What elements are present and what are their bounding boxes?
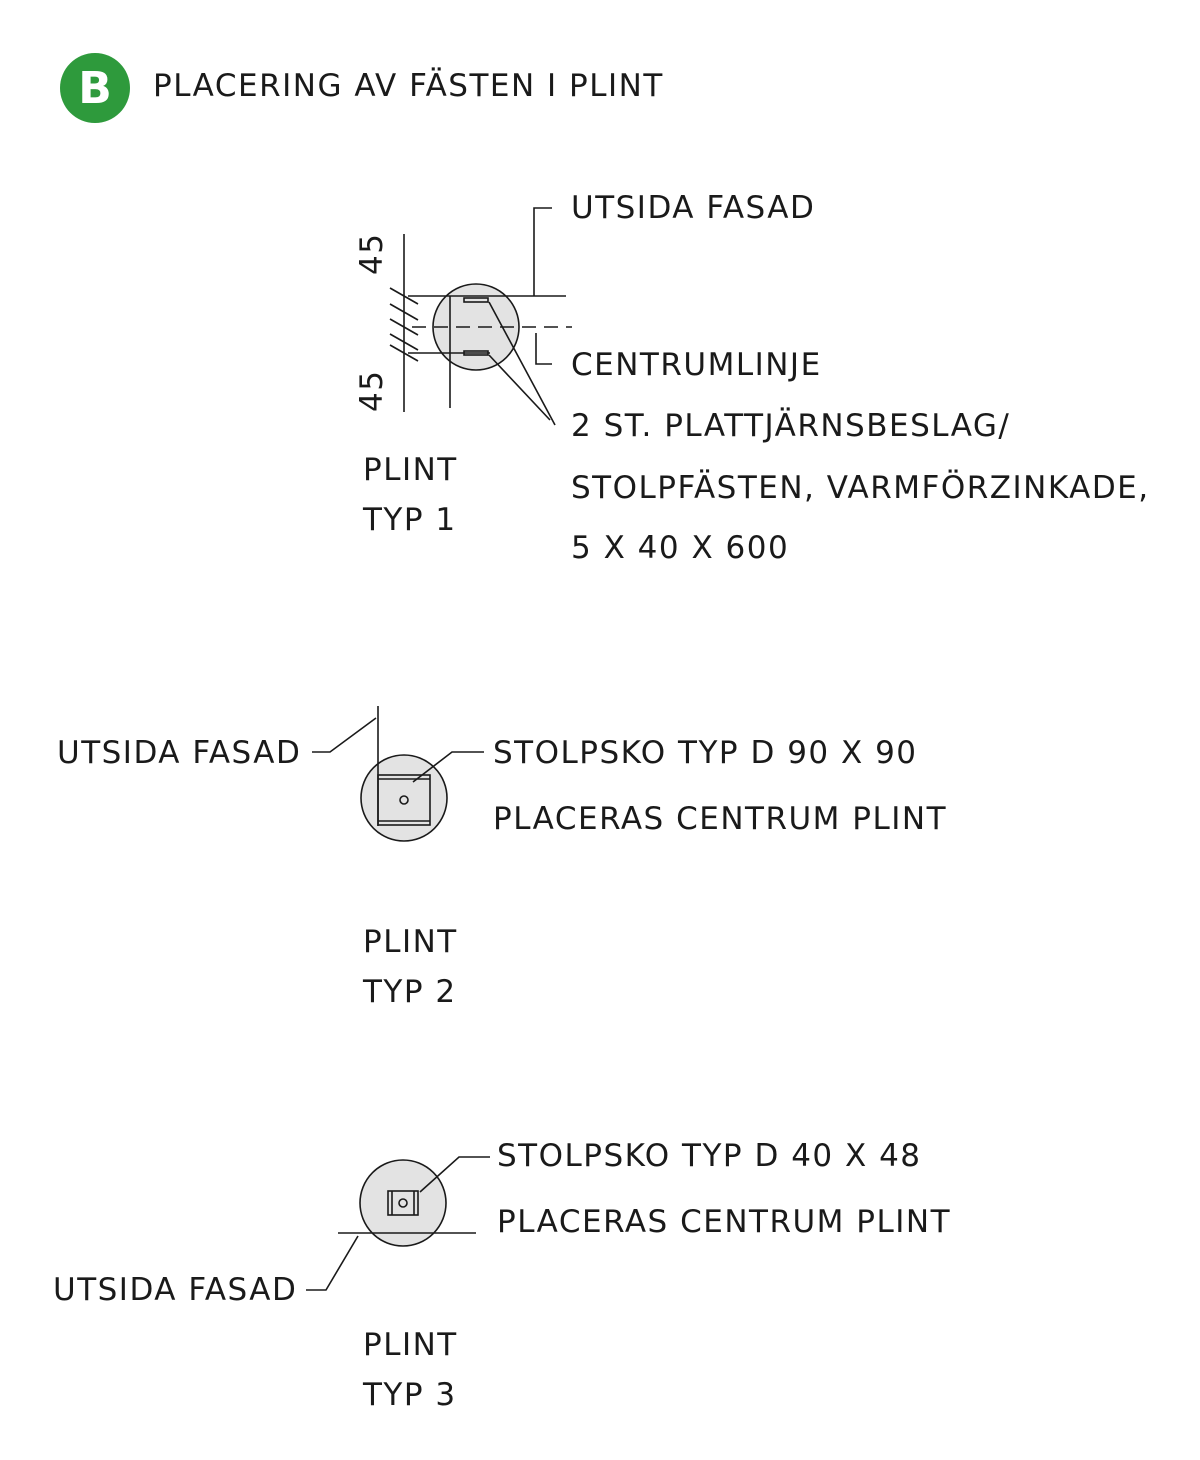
leader-fitting-bottom bbox=[488, 354, 551, 421]
flat-iron-fitting-top bbox=[463, 297, 489, 303]
section-title: PLACERING AV FÄSTEN I PLINT bbox=[153, 68, 664, 104]
plint-typ-2-label-line1: PLINT bbox=[363, 924, 458, 960]
plint-typ-2-drawing bbox=[312, 706, 484, 842]
post-shoe-40x48 bbox=[387, 1190, 419, 1216]
plint-typ-2-label-line2: TYP 2 bbox=[363, 974, 457, 1010]
callout-shoe-typ-3-line2: PLACERAS CENTRUM PLINT bbox=[497, 1204, 952, 1240]
callout-fittings-line3: 5 X 40 X 600 bbox=[571, 530, 790, 566]
plint-typ-1-label-line2: TYP 1 bbox=[363, 502, 457, 538]
callout-centerline: CENTRUMLINJE bbox=[571, 347, 822, 383]
callout-shoe-typ-2-line2: PLACERAS CENTRUM PLINT bbox=[493, 801, 948, 837]
callout-shoe-typ-3-line1: STOLPSKO TYP D 40 X 48 bbox=[497, 1138, 922, 1174]
leader-fitting-top bbox=[488, 301, 556, 426]
section-badge: B bbox=[60, 53, 130, 123]
flat-iron-fitting-bottom bbox=[463, 350, 489, 356]
plint-typ-3-label-line1: PLINT bbox=[363, 1327, 458, 1363]
leader-centerline-typ-1 bbox=[535, 333, 552, 365]
post-shoe-hole-typ-3 bbox=[398, 1198, 408, 1208]
callout-shoe-typ-2-line1: STOLPSKO TYP D 90 X 90 bbox=[493, 735, 918, 771]
plint-typ-3-drawing bbox=[306, 1156, 490, 1291]
post-shoe-hole-typ-2 bbox=[399, 795, 409, 805]
callout-fittings-line2: STOLPFÄSTEN, VARMFÖRZINKADE, bbox=[571, 470, 1150, 506]
plint-typ-2-circle bbox=[360, 754, 448, 842]
dimension-45-top: 45 bbox=[354, 232, 390, 275]
plint-typ-1-label-line1: PLINT bbox=[363, 452, 458, 488]
dimension-45-bottom: 45 bbox=[354, 369, 390, 412]
callout-facade-typ-3: UTSIDA FASAD bbox=[53, 1272, 298, 1308]
callout-facade-typ-1: UTSIDA FASAD bbox=[571, 190, 816, 226]
plint-typ-1-circle bbox=[432, 283, 520, 371]
leader-facade-typ-2 bbox=[312, 717, 377, 753]
plint-typ-3-label-line2: TYP 3 bbox=[363, 1377, 457, 1413]
callout-fittings-line1: 2 ST. PLATTJÄRNSBESLAG/ bbox=[571, 408, 1011, 444]
leader-shoe-typ-3 bbox=[419, 1156, 490, 1193]
leader-shoe-typ-2 bbox=[412, 751, 484, 783]
plint-typ-3-circle bbox=[359, 1159, 447, 1247]
leader-facade-typ-3 bbox=[306, 1235, 359, 1291]
leader-facade-typ-1 bbox=[533, 207, 552, 296]
plint-typ-1-drawing bbox=[389, 207, 572, 426]
callout-facade-typ-2: UTSIDA FASAD bbox=[57, 735, 302, 771]
